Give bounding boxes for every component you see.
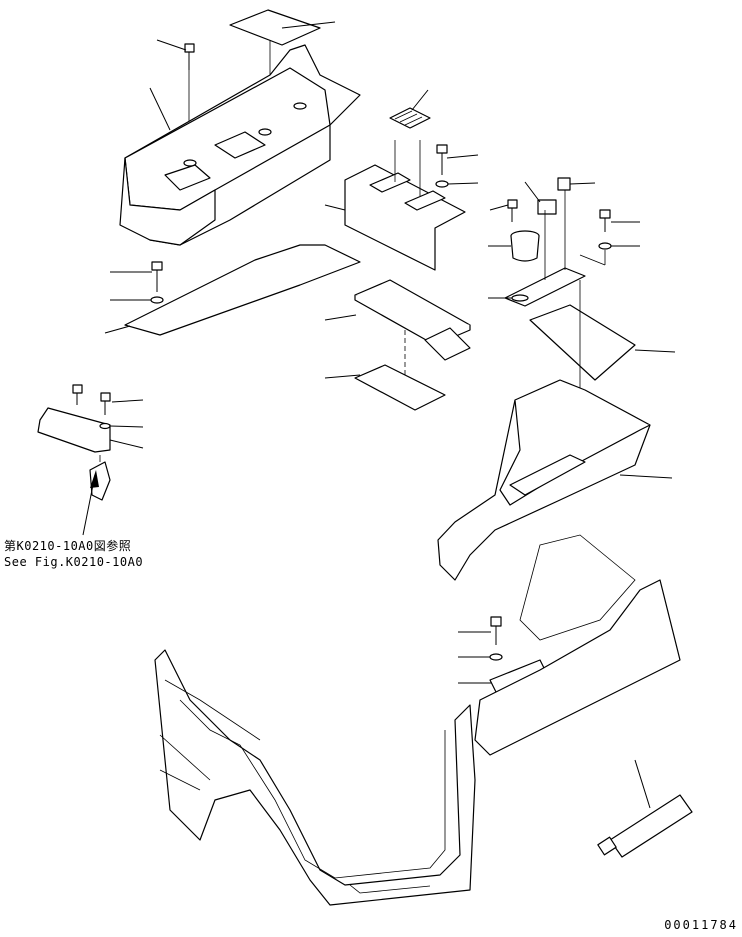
arrow-up-icon: [82, 470, 99, 536]
washer: [435, 180, 479, 188]
washer: [110, 296, 164, 304]
switch-panel-cover: [324, 164, 466, 271]
bolt: [436, 144, 479, 175]
ashtray-cup: [488, 230, 540, 262]
console-box-cover: [119, 44, 361, 246]
bolt: [110, 261, 163, 292]
bolt: [599, 209, 640, 232]
washer: [458, 653, 503, 661]
base-plate: [324, 364, 446, 411]
control-panel-plate: [324, 279, 471, 375]
drawing-number: 00011784: [664, 918, 738, 932]
tube-of-sealant: [597, 759, 693, 858]
floor-plate: [104, 244, 361, 336]
reference-note-japanese: 第K0210-10A0図参照: [4, 539, 132, 553]
small-cover-plate: [488, 190, 586, 307]
right-console-cover: [437, 379, 673, 581]
cab-frame: [154, 534, 681, 906]
vent-grille: [389, 89, 431, 196]
reference-note-english: See Fig.K0210-10A0: [4, 555, 144, 569]
bolt: [489, 199, 518, 222]
bracket-assembly: [37, 384, 144, 501]
switch: [524, 177, 596, 215]
bolt: [458, 616, 502, 645]
washer: [579, 242, 640, 266]
